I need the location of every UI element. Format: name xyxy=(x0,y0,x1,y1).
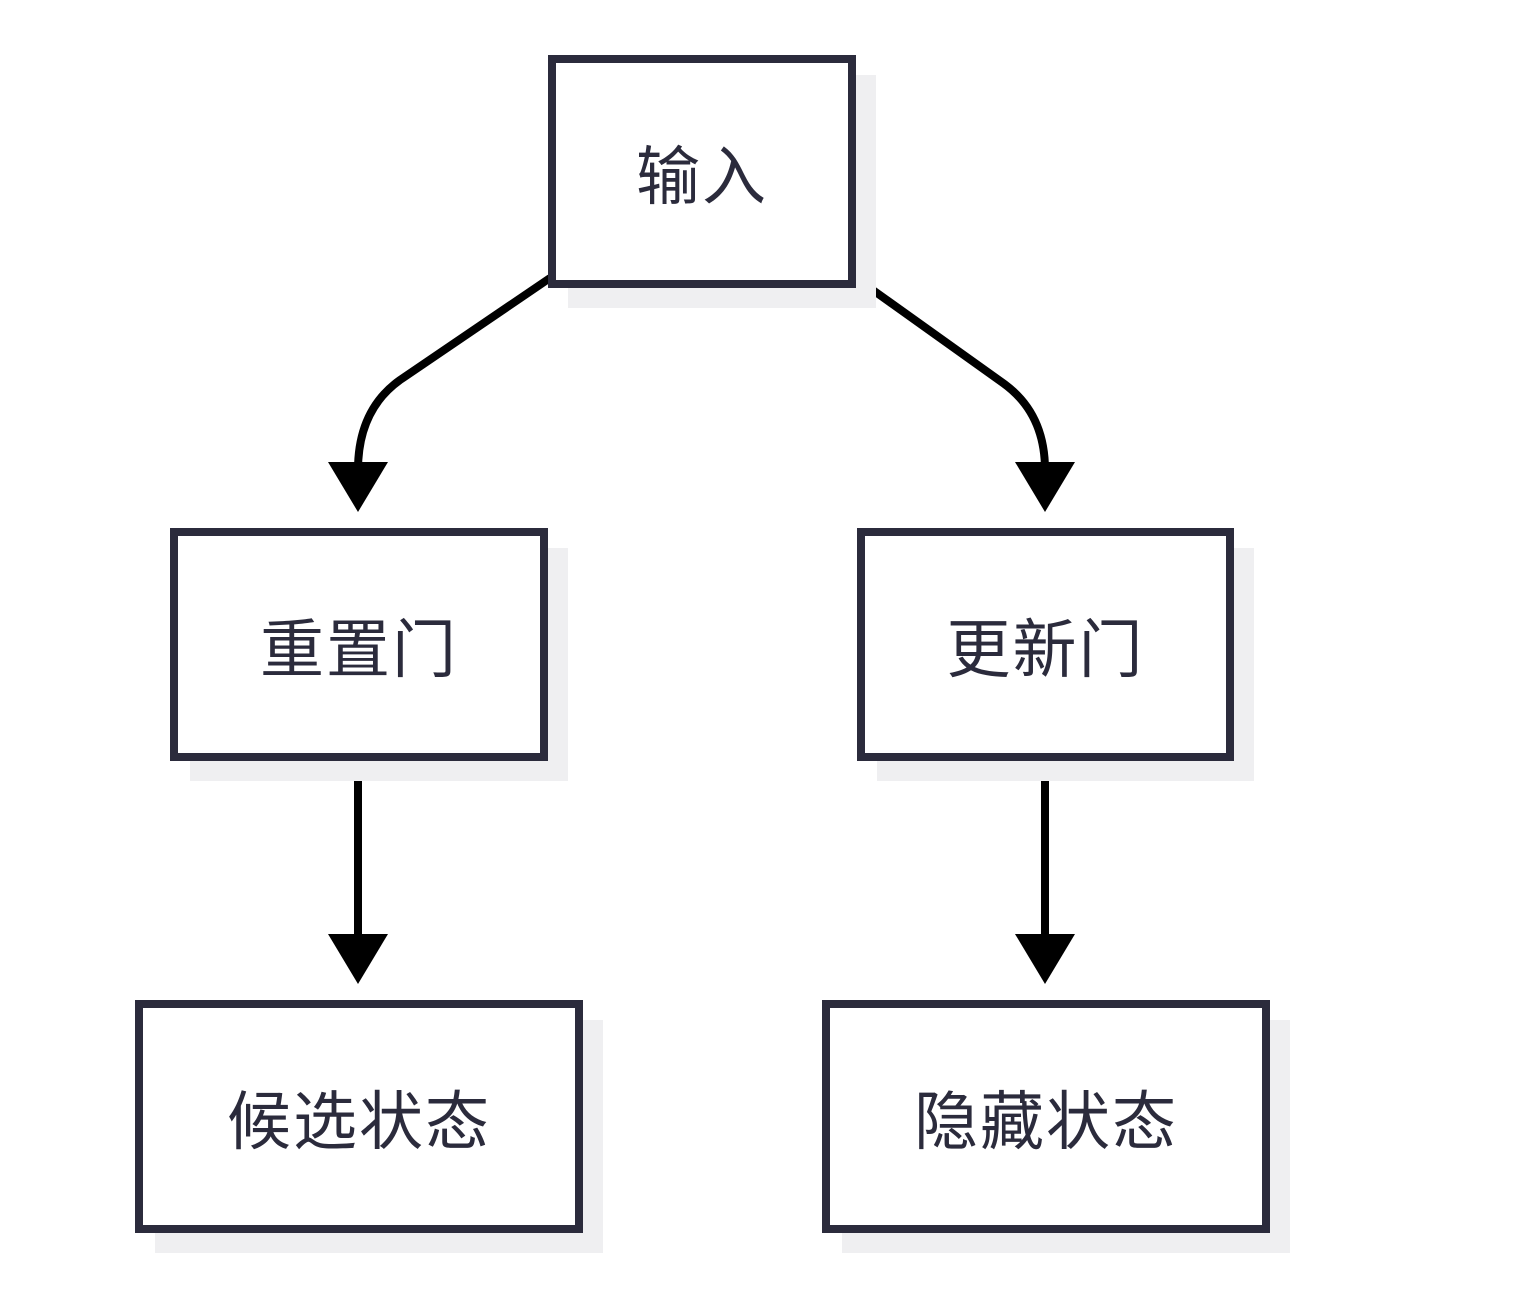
arrowhead-hidden-state xyxy=(1015,934,1075,984)
node-hidden-state-label: 隐藏状态 xyxy=(914,1085,1178,1160)
node-candidate-state-label: 候选状态 xyxy=(227,1085,491,1160)
node-update-gate[interactable]: 更新门 xyxy=(857,528,1234,761)
arrowhead-candidate-state xyxy=(328,934,388,984)
arrowhead-reset-gate xyxy=(328,462,388,512)
node-reset-gate-label: 重置门 xyxy=(260,613,458,688)
node-update-gate-label: 更新门 xyxy=(946,613,1145,688)
node-input[interactable]: 输入 xyxy=(548,55,856,288)
arrowhead-update-gate xyxy=(1015,462,1075,512)
edge-input-to-reset-gate xyxy=(354,274,553,471)
node-input-label: 输入 xyxy=(636,140,768,215)
node-candidate-state[interactable]: 候选状态 xyxy=(135,1000,583,1233)
edge-input-to-update-gate xyxy=(853,274,1049,471)
node-reset-gate[interactable]: 重置门 xyxy=(170,528,548,761)
node-hidden-state[interactable]: 隐藏状态 xyxy=(822,1000,1270,1233)
